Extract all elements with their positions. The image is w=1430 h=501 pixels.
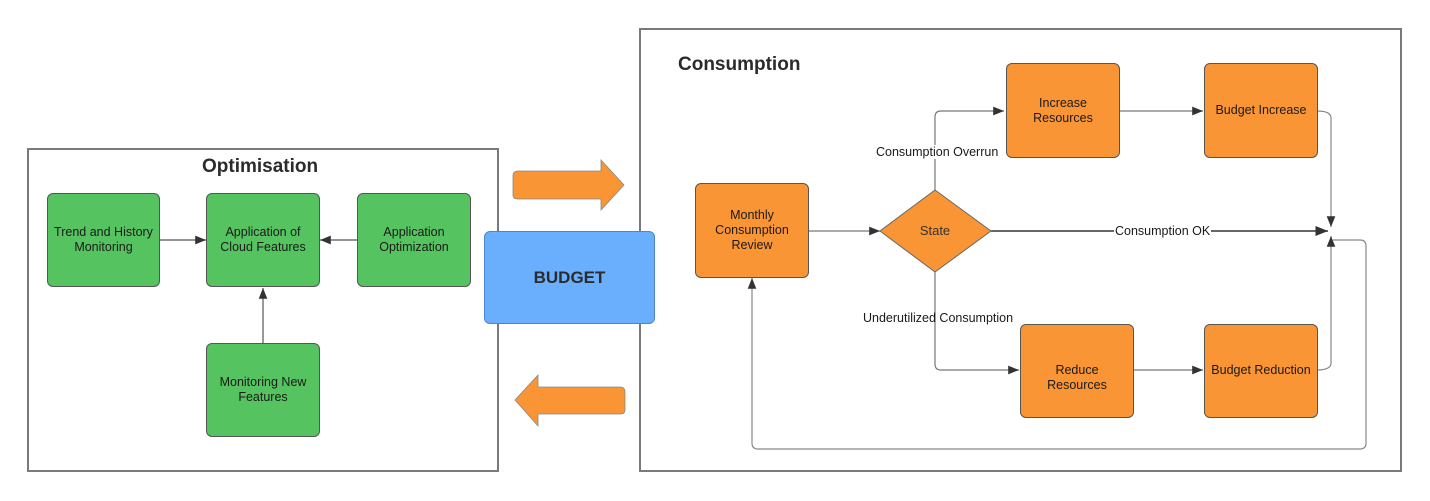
arrow-to-optimisation (514, 373, 626, 428)
node-budget-reduction[interactable]: Budget Reduction (1204, 324, 1318, 418)
node-increase-resources[interactable]: Increase Resources (1006, 63, 1120, 158)
node-reduce-resources[interactable]: Reduce Resources (1020, 324, 1134, 418)
edge-label-consumption-ok: Consumption OK (1114, 224, 1212, 238)
node-application-of-cloud-features[interactable]: Application of Cloud Features (206, 193, 320, 287)
edge-label-underutilized-consumption: Underutilized Consumption (863, 311, 1014, 325)
edge-label-consumption-overrun: Consumption Overrun (875, 145, 1000, 159)
budget-block[interactable]: BUDGET (484, 231, 655, 324)
consumption-title: Consumption (678, 54, 801, 75)
node-application-optimization[interactable]: Application Optimization (357, 193, 471, 287)
node-monitoring-new-features[interactable]: Monitoring New Features (206, 343, 320, 437)
node-monthly-consumption-review[interactable]: Monthly Consumption Review (695, 183, 809, 278)
node-budget-increase[interactable]: Budget Increase (1204, 63, 1318, 158)
state-label[interactable]: State (919, 223, 951, 238)
node-trend-history-monitoring[interactable]: Trend and History Monitoring (47, 193, 160, 287)
arrow-to-consumption (512, 158, 625, 212)
optimisation-title: Optimisation (202, 156, 319, 177)
